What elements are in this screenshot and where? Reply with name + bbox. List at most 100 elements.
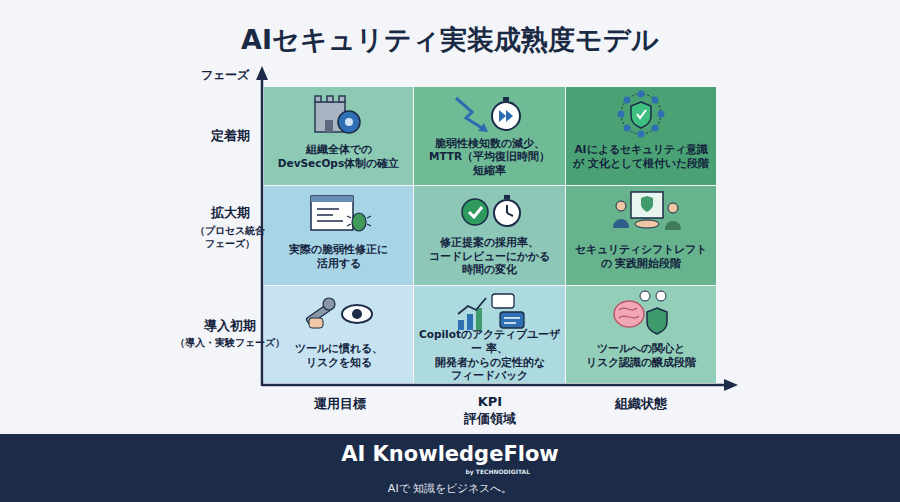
castle-icon [325, 120, 333, 132]
maturity-cell: ツールへの関心と リスク認識の醸成段階 [566, 286, 716, 383]
handshake-shield-icon [665, 221, 681, 230]
code-bug-icon [311, 196, 371, 231]
brain-shield-icon [614, 301, 644, 327]
maturity-cell: AIによるセキュリティ意識が 文化として根付いた段階 [566, 87, 716, 185]
network-shield-icon [638, 131, 645, 138]
handshake-shield-icon [641, 196, 653, 212]
code-bug-icon [311, 196, 353, 230]
footer-band: AI KnowledgeFlowby TECHNODIGITALAIで 知識をビ… [0, 434, 900, 502]
code-bug-icon [317, 208, 339, 210]
axis-category: 運用目標 [280, 396, 400, 413]
check-stopwatch-icon [504, 195, 510, 199]
axis-title: 評価領域 [430, 411, 550, 428]
trend-stopwatch-icon [456, 98, 482, 128]
castle-icon [339, 96, 345, 102]
chart-chat-icon [458, 320, 464, 330]
chart-chat-icon [500, 312, 524, 328]
chart-chat-icon [467, 314, 473, 330]
code-bug-icon [347, 224, 351, 226]
cell-text: AIによるセキュリティ意識が 文化として根付いた段階 [571, 133, 711, 181]
network-shield-icon [624, 97, 631, 104]
cell-text: セキュリティシフトレフトの 実践開始段階 [571, 232, 711, 281]
phase-note: （導入・実験フェーズ） [168, 337, 292, 349]
network-shield-icon [637, 110, 646, 118]
check-stopwatch-icon [469, 207, 482, 217]
code-bug-icon [367, 224, 371, 226]
trend-stopwatch-icon [478, 123, 488, 132]
brand-slogan: AIで 知識をビジネスへ。 [0, 481, 900, 496]
chart-chat-icon [476, 308, 482, 330]
cell-text: ツールに慣れる、 リスクを知る [269, 332, 408, 379]
wrench-eye-icon [323, 298, 335, 310]
phase-label: 定着期 [180, 128, 280, 145]
wrench-eye-icon [342, 305, 372, 323]
maturity-cell: 修正提案の採用率、 コードレビューにかかる 時間の変化 [414, 186, 565, 285]
phase-label: 導入初期 [180, 318, 280, 335]
handshake-shield-icon [668, 203, 678, 213]
axis-lines [262, 384, 728, 387]
brain-shield-icon [647, 308, 667, 334]
brand-byline: by TECHNODIGITAL [420, 468, 530, 475]
check-stopwatch-icon [494, 200, 520, 226]
maturity-cell: ツールに慣れる、 リスクを知る [264, 286, 413, 383]
network-shield-icon [638, 91, 645, 98]
axis-category: 組織状態 [581, 396, 701, 413]
handshake-shield-icon [616, 201, 626, 211]
network-shield-icon [621, 94, 661, 134]
network-shield-icon [624, 125, 631, 132]
castle-icon [345, 118, 353, 126]
trend-stopwatch-icon [499, 110, 506, 122]
phase-note: （プロセス統合 フェーズ） [180, 224, 280, 250]
axis-lines [256, 66, 268, 80]
castle-icon [338, 111, 360, 133]
brain-shield-icon [619, 308, 639, 318]
chart-chat-icon [458, 298, 486, 314]
castle-icon [327, 96, 333, 102]
code-bug-icon [347, 216, 351, 218]
network-shield-icon [631, 102, 651, 128]
code-bug-icon [367, 216, 371, 218]
cell-text: 脆弱性検知数の減少、 MTTR（平均復旧時間）短縮率 [419, 133, 560, 181]
axis-lines [261, 76, 264, 386]
network-shield-icon [652, 125, 659, 132]
wrench-eye-icon [309, 318, 323, 328]
handshake-shield-icon [631, 192, 663, 218]
wrench-eye-icon [306, 298, 372, 328]
diagram-title: AIセキュリティ実装成熟度モデル [0, 22, 900, 58]
maturity-cell: 実際の脆弱性修正に 活用する [264, 186, 413, 285]
trend-stopwatch-icon [506, 110, 513, 122]
chart-chat-icon [492, 294, 514, 308]
network-shield-icon [618, 111, 625, 118]
cell-text: 修正提案の採用率、 コードレビューにかかる 時間の変化 [419, 232, 560, 281]
network-shield-icon [658, 111, 665, 118]
check-stopwatch-icon [507, 213, 513, 216]
handshake-shield-icon [635, 220, 659, 228]
castle-icon [315, 96, 321, 102]
check-stopwatch-icon [462, 195, 520, 226]
network-shield-icon [618, 91, 665, 138]
trend-stopwatch-icon [503, 97, 509, 101]
wrench-eye-icon [352, 309, 362, 319]
check-stopwatch-icon [506, 205, 508, 213]
maturity-cell: セキュリティシフトレフトの 実践開始段階 [566, 186, 716, 285]
cell-text: 実際の脆弱性修正に 活用する [269, 232, 408, 281]
axis-lines [724, 379, 738, 391]
maturity-cell: 組織全体での DevSecOps体制の確立 [264, 87, 413, 185]
check-stopwatch-icon [462, 199, 488, 225]
handshake-shield-icon [613, 192, 681, 230]
wrench-eye-icon [306, 304, 331, 325]
maturity-cell: Copilotのアクティブユーザー 率、開発者からの定性的な フィードバック [414, 286, 565, 383]
chart-chat-icon [458, 294, 524, 330]
brain-shield-icon [614, 291, 667, 334]
trend-stopwatch-icon [456, 97, 520, 132]
cell-text: 組織全体での DevSecOps体制の確立 [269, 133, 408, 181]
maturity-cell: 脆弱性検知数の減少、 MTTR（平均復旧時間）短縮率 [414, 87, 565, 185]
axis-lines [256, 66, 738, 391]
code-bug-icon [352, 213, 366, 231]
trend-stopwatch-icon [492, 102, 520, 130]
cell-text: Copilotのアクティブユーザー 率、開発者からの定性的な フィードバック [419, 332, 560, 379]
brain-shield-icon [640, 291, 650, 301]
network-shield-icon [652, 97, 659, 104]
axis-category: KPI [430, 394, 550, 411]
